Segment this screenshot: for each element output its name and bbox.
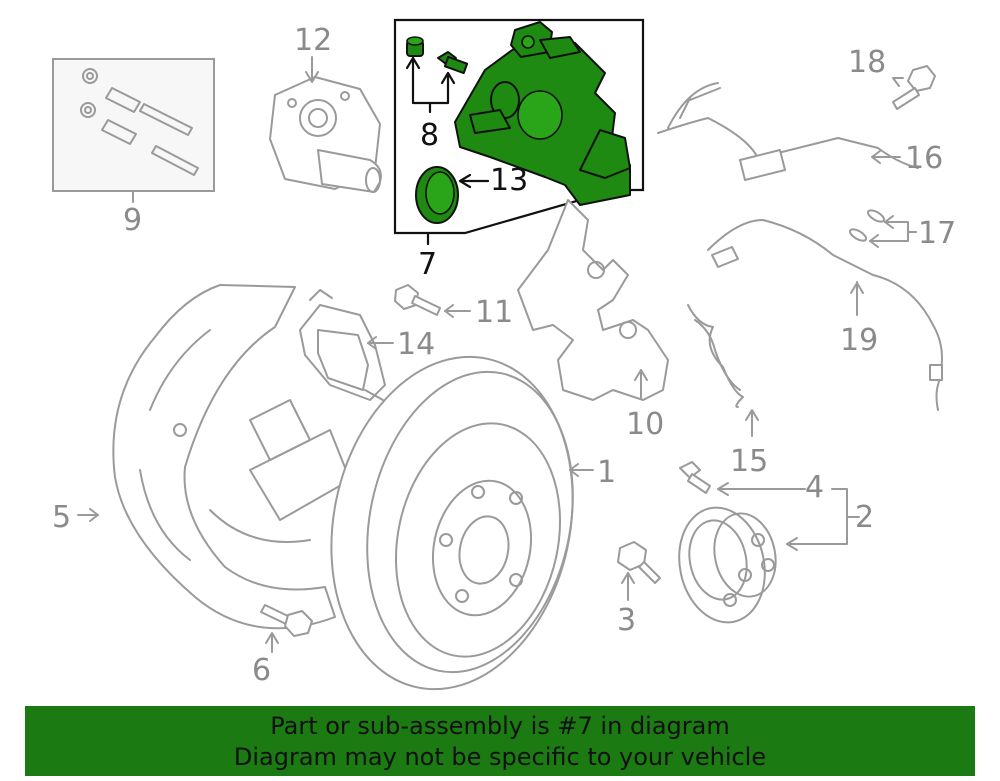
part-4-wheel-stud[interactable] <box>679 461 711 494</box>
callout-17: 17 <box>918 216 956 251</box>
part-12-parking-brake-motor[interactable] <box>269 76 382 193</box>
callout-15: 15 <box>730 444 768 479</box>
part-3-hub-bolt[interactable] <box>617 541 661 584</box>
part-1-brake-rotor[interactable] <box>302 334 603 700</box>
info-banner: Part or sub-assembly is #7 in diagram Di… <box>25 706 975 776</box>
callout-16: 16 <box>905 141 943 176</box>
callout-1: 1 <box>597 455 616 490</box>
callout-7: 7 <box>418 247 437 282</box>
part-6-shield-bolt[interactable] <box>260 604 313 637</box>
part-15-wire-bracket[interactable] <box>687 304 744 408</box>
part-11-bolt[interactable] <box>394 284 441 316</box>
part-17-clips[interactable] <box>848 208 886 243</box>
callout-18: 18 <box>848 45 886 80</box>
banner-line-1: Part or sub-assembly is #7 in diagram <box>270 712 730 740</box>
callout-8: 8 <box>420 118 439 153</box>
part-8-bleeder-screw-cap[interactable] <box>406 36 469 75</box>
part-9-guide-pin-kit[interactable] <box>52 58 215 192</box>
banner-line-2: Diagram may not be specific to your vehi… <box>233 743 767 771</box>
part-18-bolt[interactable] <box>892 65 936 110</box>
part-13-piston-seal[interactable] <box>415 166 459 224</box>
part-10-caliper-bracket[interactable] <box>517 199 669 401</box>
part-2-hub-bearing[interactable] <box>669 500 783 631</box>
callout-9: 9 <box>123 203 142 238</box>
part-7-caliper-inset[interactable]: 8 13 <box>393 18 645 235</box>
callout-3: 3 <box>617 603 636 638</box>
callout-5: 5 <box>52 500 71 535</box>
part-14-brake-pads[interactable] <box>299 289 386 401</box>
part-19-abs-sensor-wire[interactable] <box>707 219 943 411</box>
callout-12: 12 <box>294 23 332 58</box>
callout-13: 13 <box>490 163 528 198</box>
callout-10: 10 <box>626 407 664 442</box>
callout-6: 6 <box>252 653 271 688</box>
callout-11: 11 <box>475 295 513 330</box>
callout-14: 14 <box>397 327 435 362</box>
callout-4: 4 <box>805 470 824 505</box>
callout-19: 19 <box>840 323 878 358</box>
brake-parts-diagram: 9 12 <box>52 18 956 700</box>
callout-2: 2 <box>855 500 874 535</box>
part-7-brake-caliper[interactable] <box>454 21 631 206</box>
part-16-wiring-harness[interactable] <box>657 82 919 181</box>
